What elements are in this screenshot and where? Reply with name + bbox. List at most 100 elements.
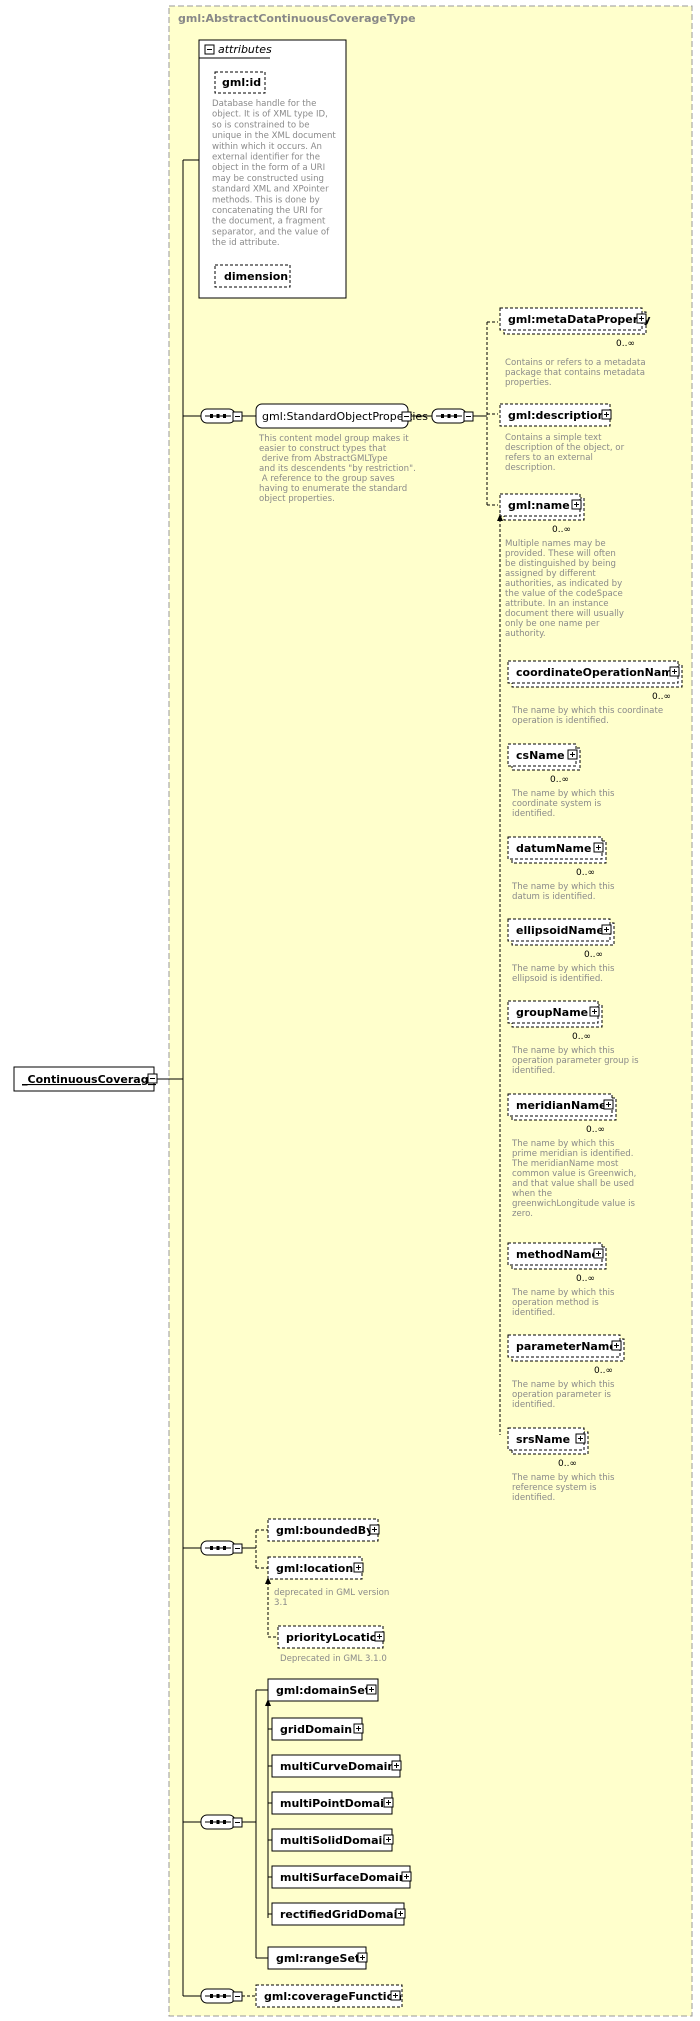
doc-line: identified. — [512, 1308, 555, 1318]
domain-substitution-item[interactable]: multiSolidDomain — [268, 1828, 394, 1852]
doc-line: The name by which this coordinate — [511, 706, 663, 716]
domain-substitution-label: rectifiedGridDomain — [280, 1908, 405, 1921]
doc-line: external identifier for the — [212, 153, 320, 163]
doc-line: and that value shall be used — [512, 1179, 634, 1189]
domain-sequence-icon — [200, 1814, 236, 1830]
domain-substitution-item[interactable]: multiCurveDomain — [268, 1754, 402, 1778]
priority-location-label: priorityLocation — [286, 1631, 385, 1644]
doc-line: the document, a fragment — [212, 217, 326, 227]
priority-location-expand-icon[interactable] — [374, 1631, 385, 1642]
doc-line: 3.1 — [274, 1598, 288, 1608]
doc-line: operation is identified. — [512, 716, 609, 726]
root-element-box[interactable] — [13, 1066, 155, 1092]
inner-sequence-collapse-icon[interactable] — [463, 411, 474, 422]
name-substitution-occurrence: 0..∞ — [586, 1125, 605, 1135]
coverage-function-label: gml:coverageFunction — [264, 1990, 402, 2003]
name-substitution-occurrence: 0..∞ — [594, 1366, 613, 1376]
doc-line: object. It is of XML type ID, — [212, 110, 328, 120]
expand-icon — [611, 1340, 622, 1351]
expand-icon — [669, 666, 680, 677]
domain-substitution-label: multiSurfaceDomain — [280, 1871, 407, 1884]
doc-line: The name by which this — [511, 1139, 615, 1149]
attributes-collapse-icon[interactable] — [204, 44, 215, 55]
doc-line: package that contains metadata — [505, 368, 645, 378]
name-substitution-occurrence: 0..∞ — [558, 1459, 577, 1469]
name-substitution-label: datumName — [516, 842, 591, 855]
dimension-label: dimension — [224, 270, 288, 283]
coverage-function-element[interactable] — [255, 1984, 403, 2008]
doc-line: The meridianName most — [511, 1159, 619, 1169]
doc-line: The name by which this — [511, 1046, 615, 1056]
doc-line: The name by which this — [511, 964, 615, 974]
description-expand-icon[interactable] — [601, 409, 612, 420]
doc-line: operation parameter is — [512, 1390, 611, 1400]
domain-set-element[interactable] — [267, 1678, 379, 1702]
domain-substitution-item[interactable]: rectifiedGridDomain — [268, 1902, 406, 1926]
collapse-icon[interactable] — [147, 1073, 158, 1084]
name-substitution-label: meridianName — [516, 1099, 607, 1112]
expand-icon — [395, 1908, 406, 1919]
standard-object-properties-label: gml:StandardObjectProperties — [262, 410, 428, 423]
bounded-by-expand-icon[interactable] — [369, 1524, 380, 1535]
expand-icon — [603, 1099, 614, 1110]
location-label: gml:location — [276, 1562, 353, 1575]
domain-substitution-list: gridDomain multiCurveDomain multiPointDoma… — [268, 1717, 412, 1926]
expand-icon — [401, 1871, 412, 1882]
doc-line: The name by which this — [511, 1288, 615, 1298]
name-substitution-label: srsName — [516, 1433, 570, 1446]
priority-location-doc: Deprecated in GML 3.1.0 — [280, 1654, 387, 1664]
domain-substitution-label: multiSolidDomain — [280, 1834, 390, 1847]
doc-line: concatenating the URI for — [212, 206, 323, 216]
inner-sequence-icon — [431, 408, 467, 424]
dimension-attribute[interactable] — [214, 264, 291, 288]
coverage-function-expand-icon[interactable] — [390, 1990, 401, 2001]
domain-set-expand-icon[interactable] — [366, 1684, 377, 1695]
sequence-collapse-icon[interactable] — [232, 411, 243, 422]
doc-line: and its descendents "by restriction". — [259, 464, 416, 474]
domain-substitution-item[interactable]: gridDomain — [268, 1717, 364, 1741]
name-substitution-label: csName — [516, 749, 565, 762]
location-expand-icon[interactable] — [353, 1562, 364, 1573]
doc-line: so is constrained to be — [212, 120, 310, 130]
doc-line: identified. — [512, 1400, 555, 1410]
function-sequence-collapse-icon[interactable] — [232, 1991, 243, 2002]
range-set-expand-icon[interactable] — [357, 1952, 368, 1963]
doc-line: Contains or refers to a metadata — [505, 358, 646, 368]
doc-line: ellipsoid is identified. — [512, 974, 603, 984]
meta-data-property-expand-icon[interactable] — [636, 313, 647, 324]
domain-substitution-item[interactable]: multiPointDomain — [268, 1791, 394, 1815]
doc-line: deprecated in GML version — [274, 1588, 389, 1598]
doc-line: description of the object, or — [505, 443, 625, 453]
domain-substitution-item[interactable]: multiSurfaceDomain — [268, 1865, 412, 1889]
expand-icon — [383, 1834, 394, 1845]
doc-line: prime meridian is identified. — [512, 1149, 633, 1159]
bounding-sequence-collapse-icon[interactable] — [232, 1543, 243, 1554]
group-collapse-icon[interactable] — [401, 411, 412, 422]
type-container — [168, 5, 693, 2017]
expand-icon — [383, 1797, 394, 1808]
expand-icon — [353, 1723, 364, 1734]
domain-substitution-label: multiPointDomain — [280, 1797, 392, 1810]
doc-line: operation method is — [512, 1298, 599, 1308]
domain-sequence-collapse-icon[interactable] — [232, 1817, 243, 1828]
gml-id-attribute[interactable] — [214, 71, 266, 94]
name-expand-icon[interactable] — [571, 499, 582, 510]
doc-line: identified. — [512, 1066, 555, 1076]
